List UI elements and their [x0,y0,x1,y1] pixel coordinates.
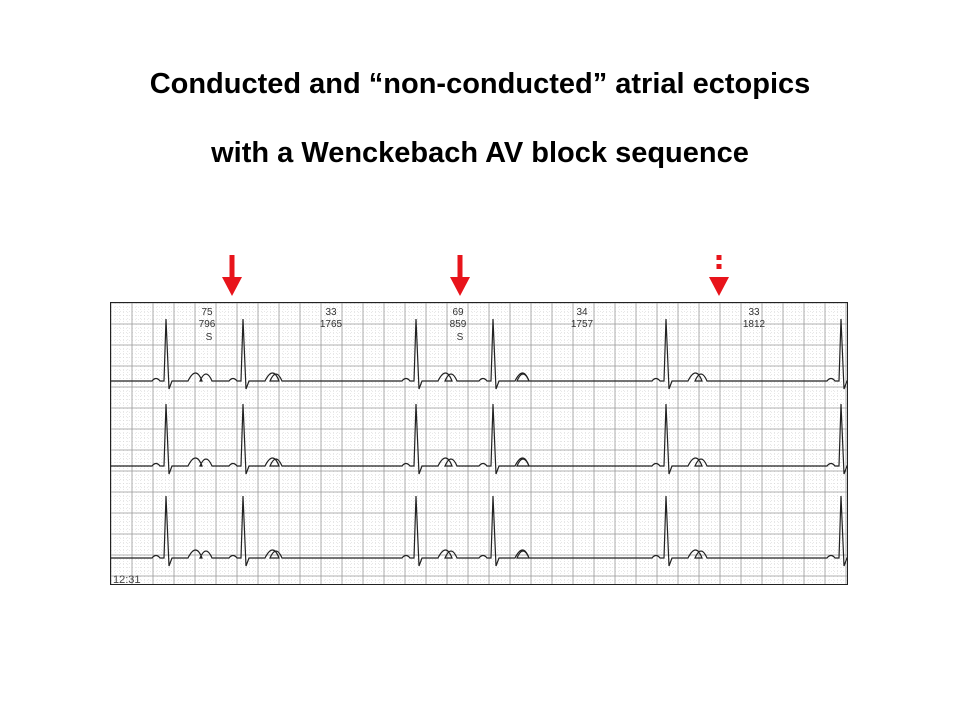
ecg-trace-row-2 [111,403,847,475]
annotation-3-line-1: 69 [452,307,464,318]
ecg-grid-major [111,303,847,584]
slide-title-line-2: with a Wenckebach AV block sequence [211,137,749,169]
ecg-traces [111,318,847,567]
ecg-trace-svg: 75 796 S 33 1765 69 859 S 34 1757 33 181… [111,303,847,584]
ecg-annotation-2: 33 1765 [320,307,343,330]
ecg-trace-row-3 [111,495,847,567]
annotation-5-line-1: 33 [748,307,760,318]
annotation-2-line-1: 33 [325,307,337,318]
ecg-annotation-3: 69 859 S [450,307,467,343]
annotation-5-line-2: 1812 [743,319,766,330]
ecg-trace-row-1 [111,318,847,390]
non-conducted-ectopic-arrow [709,255,729,296]
annotation-2-line-2: 1765 [320,319,343,330]
ecg-timestamp: 12:31 [113,574,141,584]
conducted-ectopic-arrow-1 [222,255,242,296]
annotation-4-line-1: 34 [576,307,588,318]
annotation-3-line-2: 859 [450,319,467,330]
annotation-1-line-2: 796 [199,319,216,330]
annotation-1-line-3: S [206,332,213,343]
ecg-annotation-4: 34 1757 [571,307,594,330]
conducted-ectopic-arrow-2 [450,255,470,296]
ecg-annotation-5: 33 1812 [743,307,766,330]
ecg-annotation-1: 75 796 S [199,307,216,343]
ecg-rhythm-strip: 75 796 S 33 1765 69 859 S 34 1757 33 181… [110,302,848,585]
slide-title-line-1: Conducted and “non-conducted” atrial ect… [149,68,811,100]
ecg-grid-minor [111,303,847,584]
annotation-1-line-1: 75 [201,307,213,318]
annotation-3-line-3: S [457,332,464,343]
annotation-4-line-2: 1757 [571,319,594,330]
